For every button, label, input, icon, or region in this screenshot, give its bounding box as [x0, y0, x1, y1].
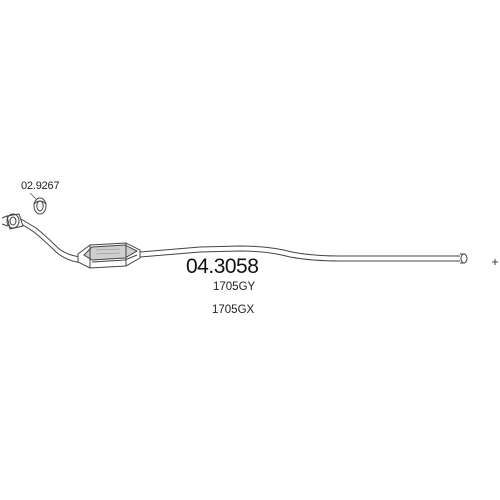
main-part-number: 04.3058: [186, 255, 259, 278]
reference-code: 1705GX: [212, 304, 255, 316]
connection-marker: [492, 259, 498, 265]
clamp-ring: [33, 197, 47, 215]
catalytic-converter: [77, 242, 141, 269]
middle-pipe: [139, 245, 460, 262]
pipe-outlet-end: [460, 253, 468, 264]
clamp-leader-line: [29, 192, 37, 200]
reference-code: 1705GY: [213, 281, 256, 293]
front-pipe: [20, 218, 85, 264]
pipe-flange: [1, 213, 24, 230]
clamp-part-number: 02.9267: [21, 180, 60, 192]
